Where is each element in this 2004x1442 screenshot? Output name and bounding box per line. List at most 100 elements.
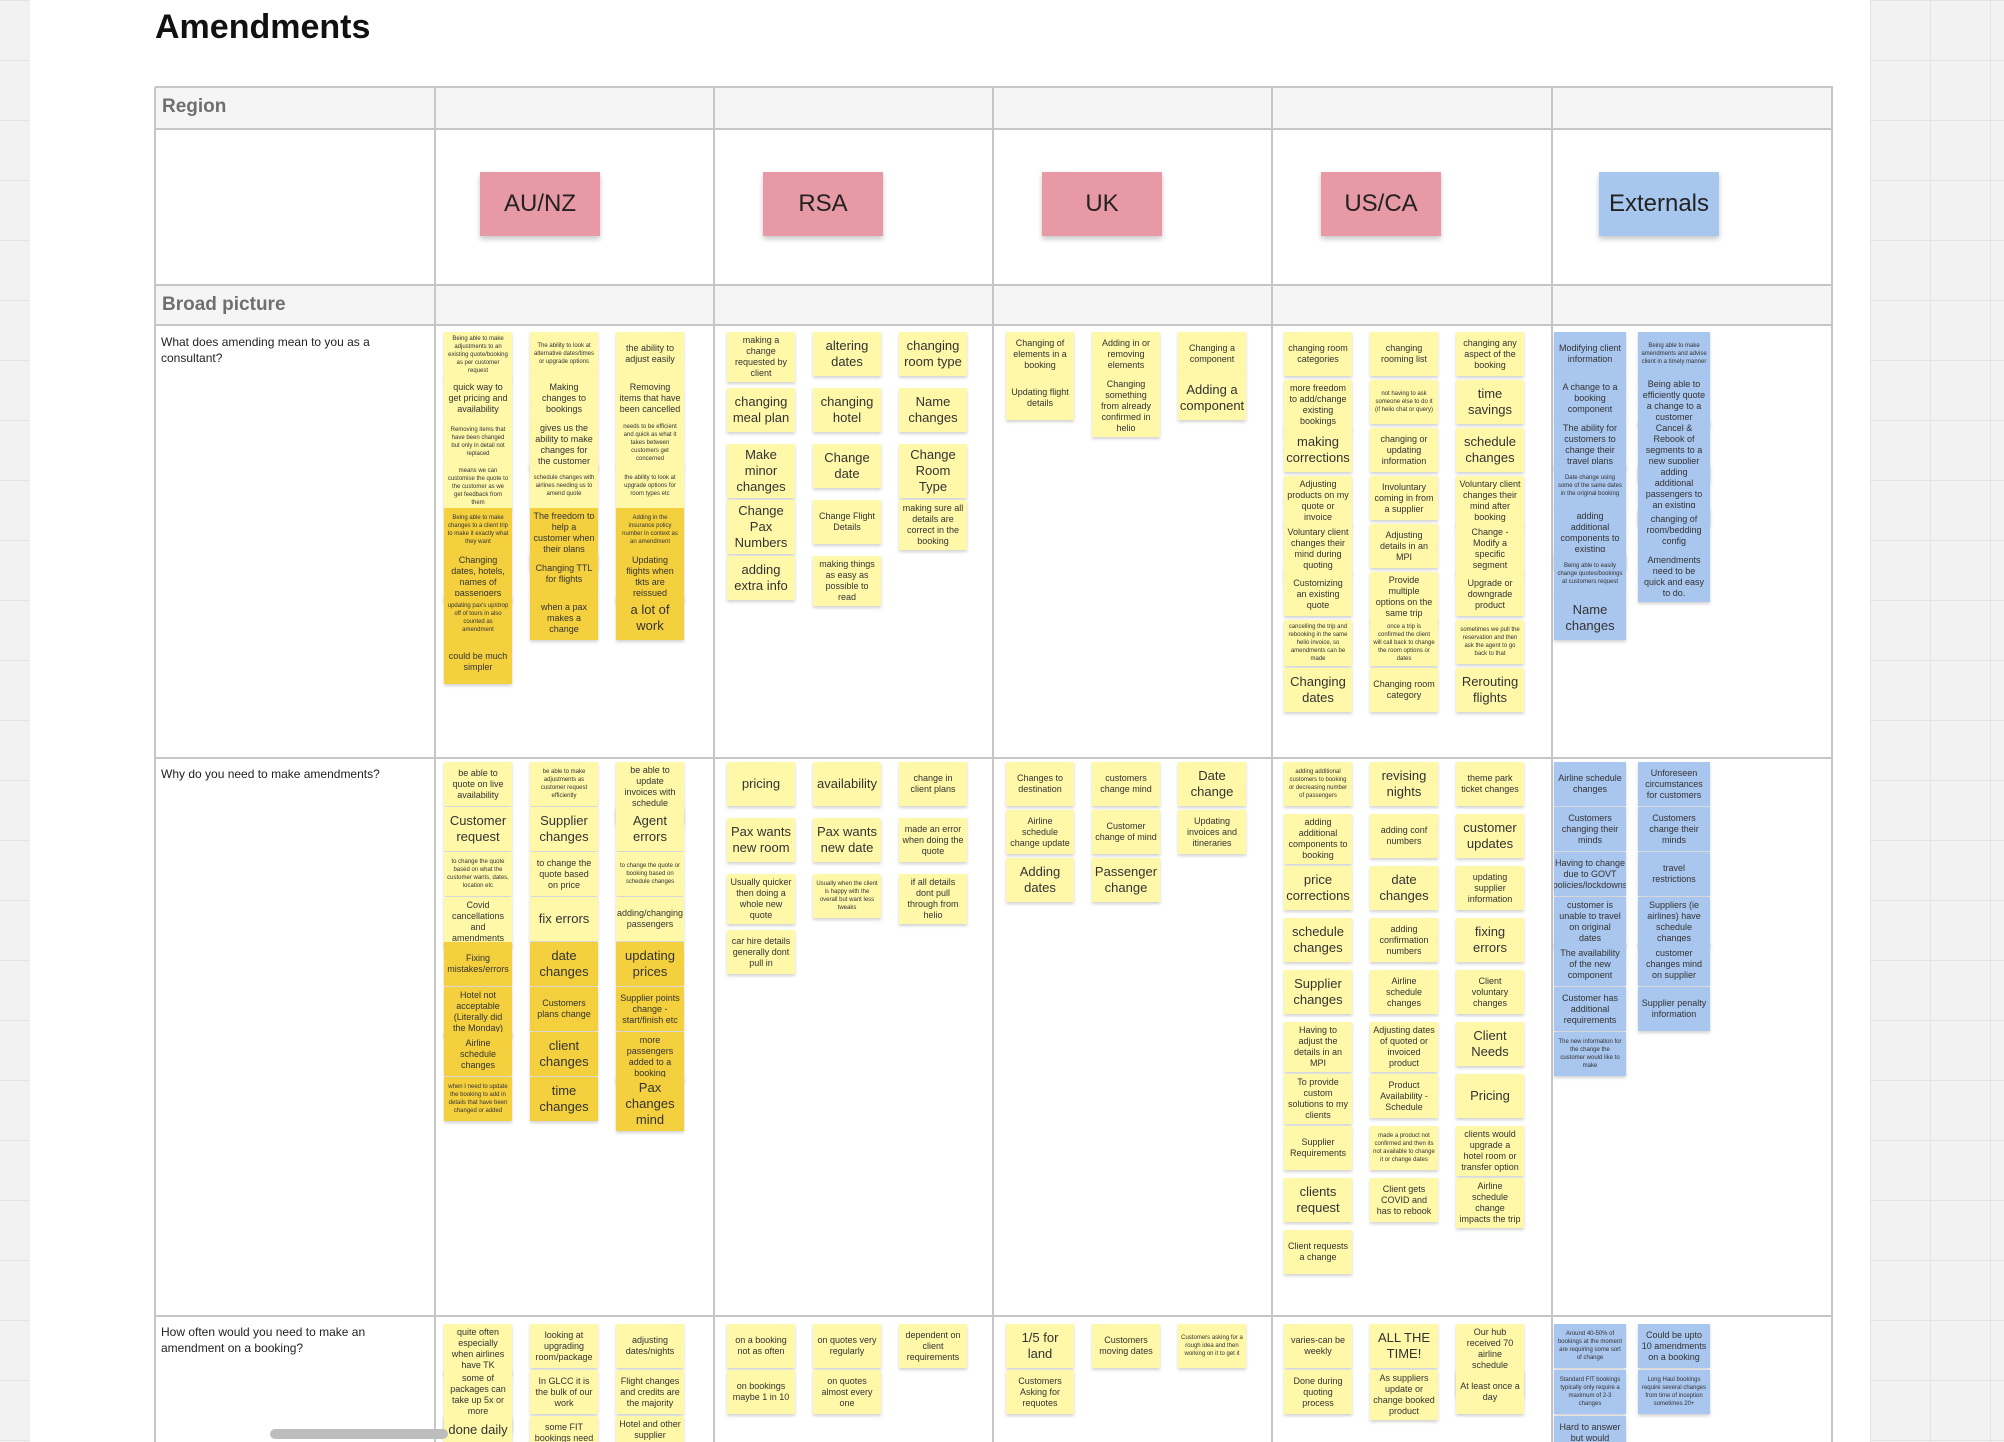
- sticky-note[interactable]: needs to be efficient and quick as what …: [616, 420, 684, 466]
- sticky-note[interactable]: updating supplier information: [1456, 866, 1524, 910]
- sticky-note[interactable]: Rerouting flights: [1456, 668, 1524, 712]
- sticky-note[interactable]: be able to make adjustments as customer …: [530, 762, 598, 806]
- sticky-note[interactable]: Provide multiple options on the same tri…: [1370, 572, 1438, 622]
- region-tag-aunz[interactable]: AU/NZ: [480, 172, 600, 236]
- sticky-note[interactable]: a lot of work: [616, 596, 684, 640]
- sticky-note[interactable]: Customers plans change: [530, 987, 598, 1031]
- sticky-note[interactable]: Done during quoting process: [1284, 1370, 1352, 1414]
- sticky-note[interactable]: quick way to get pricing and availabilit…: [444, 376, 512, 420]
- sticky-note[interactable]: Changing dates, hotels, names of passeng…: [444, 552, 512, 602]
- sticky-note[interactable]: making things as easy as possible to rea…: [813, 556, 881, 606]
- sticky-note[interactable]: making a change requested by client: [727, 332, 795, 382]
- sticky-note[interactable]: cancelling the trip and rebooking in the…: [1284, 620, 1352, 666]
- sticky-note[interactable]: Updating flight details: [1006, 376, 1074, 420]
- sticky-note[interactable]: Adding dates: [1006, 858, 1074, 902]
- sticky-note[interactable]: Pax wants new date: [813, 818, 881, 862]
- sticky-note[interactable]: Updating invoices and itineraries: [1178, 810, 1246, 854]
- sticky-note[interactable]: more passengers added to a booking: [616, 1032, 684, 1082]
- sticky-note[interactable]: gives us the ability to make changes for…: [530, 420, 598, 470]
- sticky-note[interactable]: not having to ask someone else to do it …: [1370, 380, 1438, 424]
- sticky-note[interactable]: Client gets COVID and has to rebook: [1370, 1178, 1438, 1222]
- sticky-note[interactable]: Adjusting products on my quote or invoic…: [1284, 476, 1352, 526]
- sticky-note[interactable]: when I need to update the booking to add…: [444, 1077, 512, 1121]
- sticky-note[interactable]: changing room categories: [1284, 332, 1352, 376]
- sticky-note[interactable]: fixing errors: [1456, 918, 1524, 962]
- region-tag-externals[interactable]: Externals: [1599, 172, 1719, 236]
- sticky-note[interactable]: Adding a component: [1178, 376, 1246, 420]
- sticky-note[interactable]: Being able to make changes to a client t…: [444, 508, 512, 552]
- sticky-note[interactable]: Airline schedule changes: [1370, 970, 1438, 1014]
- sticky-note[interactable]: more freedom to add/change existing book…: [1284, 380, 1352, 430]
- sticky-note[interactable]: changing room type: [899, 332, 967, 376]
- sticky-note[interactable]: customer updates: [1456, 814, 1524, 858]
- sticky-note[interactable]: Customers change their minds: [1638, 807, 1710, 851]
- sticky-note[interactable]: Fixing mistakes/errors: [444, 942, 512, 986]
- sticky-note[interactable]: Flight changes and credits are the major…: [616, 1370, 684, 1414]
- sticky-note[interactable]: Hard to answer but would estimate 1-3: [1554, 1416, 1626, 1442]
- sticky-note[interactable]: Supplier changes: [530, 807, 598, 851]
- sticky-note[interactable]: Client voluntary changes: [1456, 970, 1524, 1014]
- sticky-note[interactable]: done daily over: [444, 1416, 512, 1442]
- region-tag-rsa[interactable]: RSA: [763, 172, 883, 236]
- sticky-note[interactable]: fix errors: [530, 897, 598, 941]
- sticky-note[interactable]: Change date: [813, 444, 881, 488]
- horizontal-scrollbar[interactable]: [270, 1429, 448, 1439]
- sticky-note[interactable]: Usually quicker then doing a whole new q…: [727, 874, 795, 924]
- sticky-note[interactable]: Updating flights when tkts are reissued: [616, 552, 684, 602]
- sticky-note[interactable]: client changes: [530, 1032, 598, 1076]
- sticky-note[interactable]: Changes to destination: [1006, 762, 1074, 806]
- sticky-note[interactable]: The availability of the new component: [1554, 942, 1626, 986]
- sticky-note[interactable]: changing hotel: [813, 388, 881, 432]
- sticky-note[interactable]: At least once a day: [1456, 1370, 1524, 1414]
- sticky-note[interactable]: Change Flight Details: [813, 500, 881, 544]
- sticky-note[interactable]: Name changes: [1554, 596, 1626, 640]
- sticky-note[interactable]: made an error when doing the quote: [899, 818, 967, 862]
- sticky-note[interactable]: Customers asking for a rough idea and th…: [1178, 1324, 1246, 1368]
- region-tag-uk[interactable]: UK: [1042, 172, 1162, 236]
- sticky-note[interactable]: adding confirmation numbers: [1370, 918, 1438, 962]
- sticky-note[interactable]: time savings: [1456, 380, 1524, 424]
- sticky-note[interactable]: Changing dates: [1284, 668, 1352, 712]
- sticky-note[interactable]: ALL THE TIME!: [1370, 1324, 1438, 1368]
- sticky-note[interactable]: Client Needs: [1456, 1022, 1524, 1066]
- sticky-note[interactable]: Long Haul bookings require several chang…: [1638, 1370, 1710, 1414]
- sticky-note[interactable]: Hotel and other supplier services are bu…: [616, 1416, 684, 1442]
- sticky-note[interactable]: be able to quote on live availability: [444, 762, 512, 806]
- sticky-note[interactable]: Customizing an existing quote: [1284, 572, 1352, 616]
- sticky-note[interactable]: Changing TTL for flights: [530, 552, 598, 596]
- sticky-note[interactable]: Upgrade or downgrade product: [1456, 572, 1524, 616]
- sticky-note[interactable]: updating pax's up/drop off of tours in a…: [444, 596, 512, 640]
- sticky-note[interactable]: once a trip is confirmed the client will…: [1370, 620, 1438, 666]
- sticky-note[interactable]: on bookings maybe 1 in 10: [727, 1370, 795, 1414]
- sticky-note[interactable]: dependent on client requirements: [899, 1324, 967, 1368]
- sticky-note[interactable]: Removing items that have been changed bu…: [444, 420, 512, 464]
- sticky-note[interactable]: to change the quote or booking based on …: [616, 852, 684, 896]
- sticky-note[interactable]: could be much simpler: [444, 640, 512, 684]
- sticky-note[interactable]: Customers changing their minds: [1554, 807, 1626, 851]
- sticky-note[interactable]: To provide custom solutions to my client…: [1284, 1074, 1352, 1124]
- sticky-note[interactable]: clients would upgrade a hotel room or tr…: [1456, 1126, 1524, 1176]
- sticky-note[interactable]: Being able to easily change quotes/booki…: [1554, 552, 1626, 596]
- sticky-note[interactable]: adding additional components to booking: [1284, 814, 1352, 864]
- sticky-note[interactable]: availability: [813, 762, 881, 806]
- sticky-note[interactable]: some FIT bookings need to be amended: [530, 1416, 598, 1442]
- sticky-note[interactable]: Customer request: [444, 807, 512, 851]
- sticky-note[interactable]: Name changes: [899, 388, 967, 432]
- sticky-note[interactable]: The new information for the change the c…: [1554, 1032, 1626, 1076]
- sticky-note[interactable]: Unforeseen circumstances for customers: [1638, 762, 1710, 806]
- sticky-note[interactable]: the ability to adjust easily: [616, 332, 684, 376]
- sticky-note[interactable]: altering dates: [813, 332, 881, 376]
- sticky-note[interactable]: means we can customise the quote to the …: [444, 464, 512, 510]
- sticky-note[interactable]: Pax wants new room: [727, 818, 795, 862]
- sticky-note[interactable]: Supplier points change - start/finish et…: [616, 987, 684, 1031]
- sticky-note[interactable]: changing meal plan: [727, 388, 795, 432]
- sticky-note[interactable]: customer is unable to travel on original…: [1554, 897, 1626, 947]
- sticky-note[interactable]: adding/changing passengers: [616, 897, 684, 941]
- sticky-note[interactable]: updating prices: [616, 942, 684, 986]
- sticky-note[interactable]: Having to adjust the details in an MPI: [1284, 1022, 1352, 1072]
- sticky-note[interactable]: change in client plans: [899, 762, 967, 806]
- sticky-note[interactable]: adding extra info: [727, 556, 795, 600]
- sticky-note[interactable]: 1/5 for land: [1006, 1324, 1074, 1368]
- sticky-note[interactable]: Adding in or removing elements: [1092, 332, 1160, 376]
- sticky-note[interactable]: to change the quote based on what the cu…: [444, 852, 512, 896]
